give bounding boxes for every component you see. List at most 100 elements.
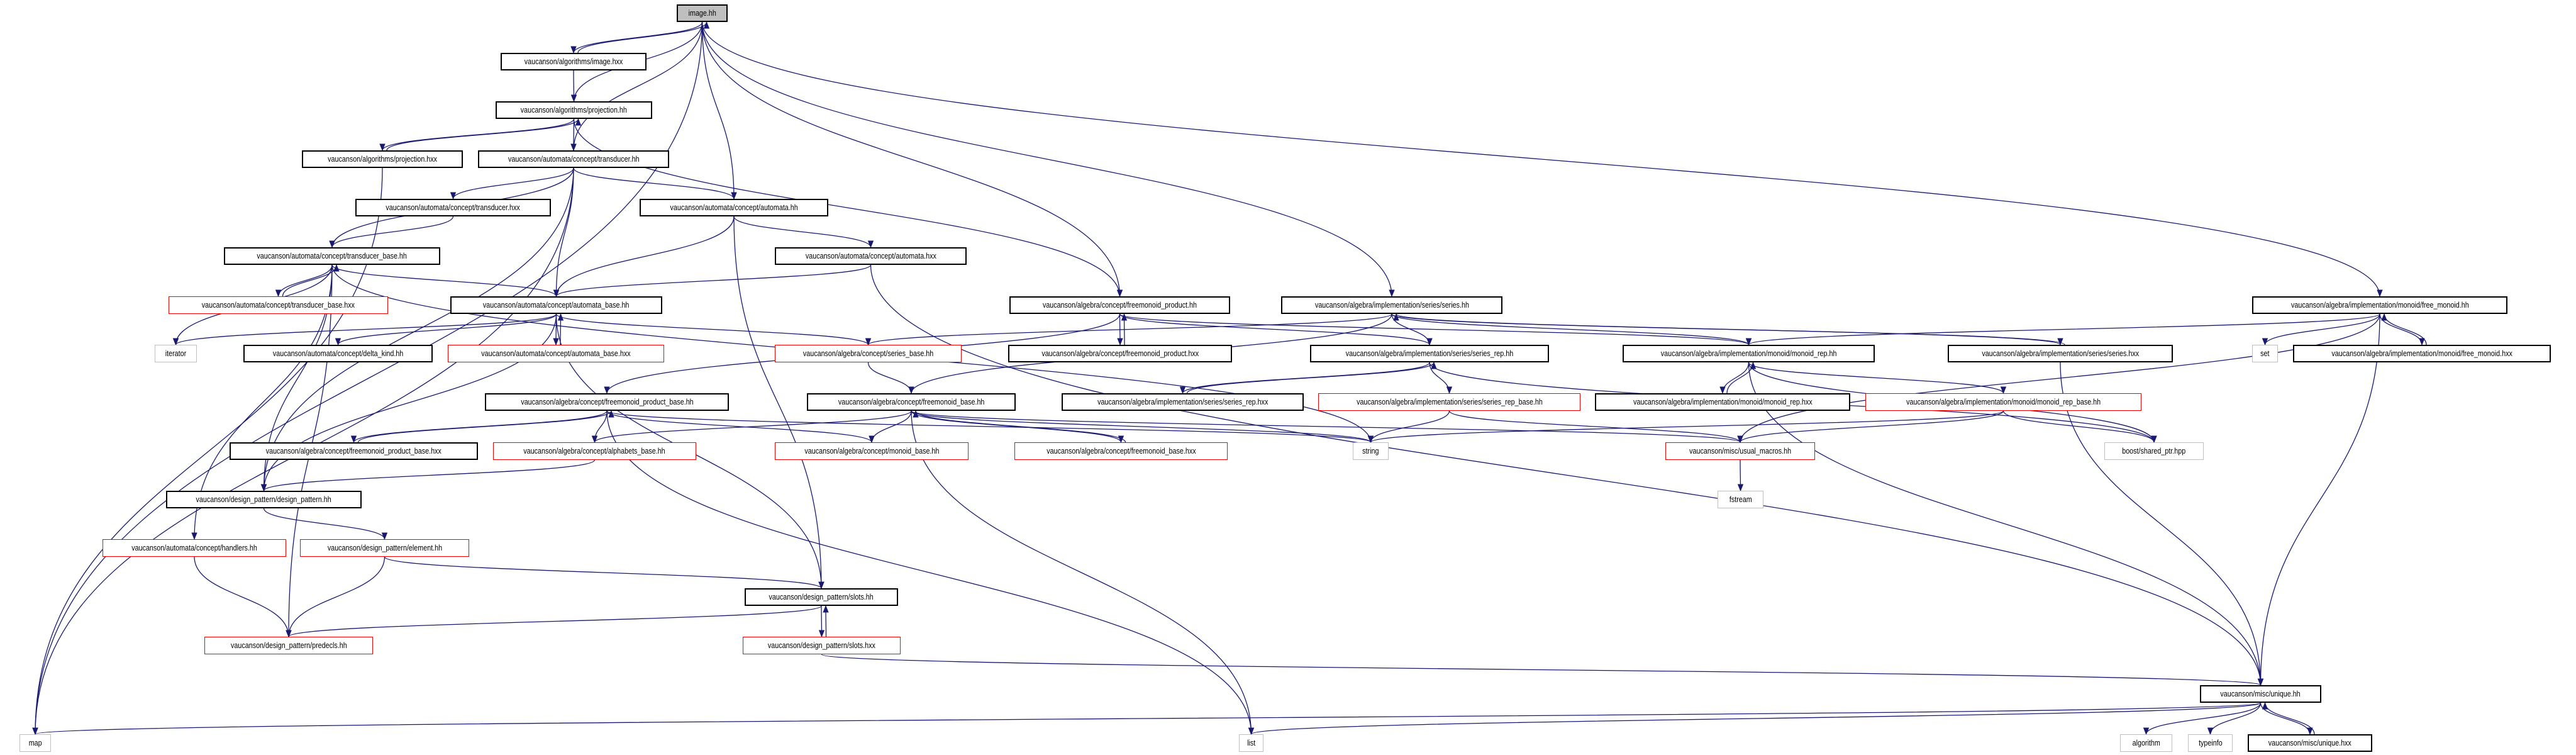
edge-series_hxx-to-series_hh [1393, 313, 2065, 345]
node-handlers-hh[interactable]: vaucanson/automata/concept/handlers.hh [103, 539, 286, 557]
node-label: vaucanson/misc/usual_macros.hh [1689, 447, 1791, 456]
node-slots-hxx[interactable]: vaucanson/design_pattern/slots.hxx [743, 637, 901, 654]
node-freemonoid-product-base-hxx[interactable]: vaucanson/algebra/concept/freemonoid_pro… [230, 442, 478, 460]
node-label: vaucanson/algebra/concept/freemonoid_pro… [265, 447, 442, 456]
edge-freemonoid_base_hh-to-string [911, 410, 1374, 444]
edge-automata_hxx-to-automata_base_hh [553, 264, 872, 298]
edge-usual_macros_hh-to-fstream [1737, 459, 1744, 492]
node-freemonoid-product-hh[interactable]: vaucanson/algebra/concept/freemonoid_pro… [1009, 296, 1230, 314]
node-free-monoid-hh[interactable]: vaucanson/algebra/implementation/monoid/… [2252, 296, 2507, 314]
edge-unique_hh-to-list [1248, 702, 2262, 735]
edge-freemonoid_product_hh-to-series_rep_hh [1119, 313, 1433, 346]
node-predecls-hh[interactable]: vaucanson/design_pattern/predecls.hh [204, 637, 373, 654]
node-image-hh[interactable]: image.hh [677, 4, 728, 22]
edge-free_monoid_hh-to-unique_hh [2257, 313, 2380, 686]
edge-transducer_hxx-to-transducer_base_hh [329, 216, 454, 249]
node-label: vaucanson/design_pattern/slots.hxx [768, 641, 875, 650]
node-automata-hh[interactable]: vaucanson/automata/concept/automata.hh [640, 199, 828, 216]
node-fstream: fstream [1718, 491, 1763, 508]
edge-automata_hh-to-automata_hxx [733, 216, 874, 249]
node-list: list [1239, 734, 1263, 752]
node-label: vaucanson/design_pattern/element.hh [327, 544, 442, 552]
edge-image_hxx-to-image_hh [577, 21, 710, 53]
node-label: vaucanson/design_pattern/predecls.hh [230, 641, 347, 650]
node-label: vaucanson/algebra/implementation/series/… [1097, 398, 1269, 406]
edge-monoid_rep_base_hh-to-usual_macros_hh [1737, 410, 2004, 444]
node-label: vaucanson/automata/concept/transducer_ba… [201, 301, 355, 310]
node-element-hh[interactable]: vaucanson/design_pattern/element.hh [300, 539, 469, 557]
node-transducer-base-hh[interactable]: vaucanson/automata/concept/transducer_ba… [224, 247, 440, 265]
edge-series_hh-to-series_base_hh [865, 313, 1392, 346]
edge-design_pattern_hh-to-element_hh [263, 508, 388, 540]
edge-freemonoid_base_hh-to-monoid_base_hh [869, 410, 912, 444]
node-label: vaucanson/algebra/implementation/monoid/… [2290, 301, 2469, 310]
node-image-hxx[interactable]: vaucanson/algorithms/image.hxx [501, 53, 647, 70]
node-automata-base-hh[interactable]: vaucanson/automata/concept/automata_base… [450, 296, 662, 314]
node-series-rep-hh[interactable]: vaucanson/algebra/implementation/series/… [1310, 345, 1549, 362]
node-series-hh[interactable]: vaucanson/algebra/implementation/series/… [1281, 296, 1502, 314]
node-series-base-hh[interactable]: vaucanson/algebra/concept/series_base.hh [775, 345, 962, 362]
edge-handlers_hh-to-predecls_hh [194, 556, 292, 638]
node-monoid-rep-base-hh[interactable]: vaucanson/algebra/implementation/monoid/… [1865, 393, 2141, 411]
edge-monoid_rep_base_hh-to-boost_shared_ptr [2002, 410, 2157, 444]
node-label: vaucanson/design_pattern/slots.hh [769, 593, 874, 601]
node-label: vaucanson/automata/concept/handlers.hh [131, 544, 257, 552]
edge-monoid_rep_hxx-to-monoid_rep_hh [1726, 361, 1757, 394]
edge-series_rep_base_hh-to-usual_macros_hh [1448, 410, 1743, 444]
edge-monoid_rep_hh-to-monoid_rep_base_hh [1748, 362, 2007, 394]
edge-transducer_hh-to-automata_base_hh [553, 167, 574, 298]
node-string: string [1353, 442, 1389, 460]
node-transducer-base-hxx[interactable]: vaucanson/automata/concept/transducer_ba… [169, 296, 388, 314]
node-slots-hh[interactable]: vaucanson/design_pattern/slots.hh [745, 588, 898, 606]
node-series-rep-hxx[interactable]: vaucanson/algebra/implementation/series/… [1062, 393, 1304, 411]
edge-freemonoid_product_base_hxx-to-freemonoid_product_base_hh [357, 410, 614, 443]
node-label: vaucanson/automata/concept/automata_base… [481, 349, 631, 358]
node-transducer-hxx[interactable]: vaucanson/automata/concept/transducer.hx… [355, 199, 551, 216]
edge-unique_hh-to-typeinfo [2207, 702, 2262, 735]
node-monoid-base-hh[interactable]: vaucanson/algebra/concept/monoid_base.hh [775, 442, 969, 460]
node-label: map [28, 739, 42, 747]
node-label: image.hh [688, 9, 716, 18]
node-freemonoid-product-base-hh[interactable]: vaucanson/algebra/concept/freemonoid_pro… [485, 393, 729, 411]
node-label: vaucanson/algorithms/projection.hh [520, 106, 628, 115]
node-label: vaucanson/automata/concept/automata_base… [483, 301, 630, 310]
node-freemonoid-base-hh[interactable]: vaucanson/algebra/concept/freemonoid_bas… [807, 393, 1016, 411]
node-design-pattern-hh[interactable]: vaucanson/design_pattern/design_pattern.… [166, 491, 362, 508]
node-label: vaucanson/automata/concept/automata.hh [670, 203, 798, 212]
edge-projection_hxx-to-projection_hh [386, 118, 582, 151]
node-series-hxx[interactable]: vaucanson/algebra/implementation/series/… [1948, 345, 2173, 362]
edge-projection_hxx-to-map [32, 167, 383, 735]
edge-element_hh-to-predecls_hh [286, 556, 386, 638]
edge-unique_hh-to-algorithm [2143, 702, 2262, 735]
node-freemonoid-product-hxx[interactable]: vaucanson/algebra/concept/freemonoid_pro… [1008, 345, 1232, 362]
node-alphabets-base-hh[interactable]: vaucanson/algebra/concept/alphabets_base… [493, 442, 696, 460]
node-label: typeinfo [2198, 739, 2223, 747]
node-free-monoid-hxx[interactable]: vaucanson/algebra/implementation/monoid/… [2293, 345, 2551, 362]
node-transducer-hh[interactable]: vaucanson/automata/concept/transducer.hh [478, 150, 669, 168]
edge-automata_base_hh-to-iterator [173, 313, 557, 346]
node-label: vaucanson/automata/concept/delta_kind.hh [272, 349, 404, 358]
edge-series_hh-to-monoid_rep_hh [1391, 313, 1752, 346]
edge-free_monoid_hh-to-free_monoid_hxx [2379, 313, 2425, 346]
node-monoid-rep-hxx[interactable]: vaucanson/algebra/implementation/monoid/… [1595, 393, 1850, 411]
node-delta-kind-hh[interactable]: vaucanson/automata/concept/delta_kind.hh [243, 345, 433, 362]
node-set: set [2252, 345, 2278, 362]
node-unique-hxx[interactable]: vaucanson/misc/unique.hxx [2248, 734, 2372, 752]
node-freemonoid-base-hxx[interactable]: vaucanson/algebra/concept/freemonoid_bas… [1014, 442, 1228, 460]
edge-element_hh-to-slots_hh [384, 556, 824, 590]
edge-transducer_hh-to-transducer_hxx [450, 167, 574, 200]
node-monoid-rep-hh[interactable]: vaucanson/algebra/implementation/monoid/… [1623, 345, 1875, 362]
node-series-rep-base-hh[interactable]: vaucanson/algebra/implementation/series/… [1318, 393, 1580, 411]
edge-transducer_base_hxx-to-transducer_base_hh [282, 264, 340, 297]
node-unique-hh[interactable]: vaucanson/misc/unique.hh [2200, 685, 2321, 703]
node-projection-hxx[interactable]: vaucanson/algorithms/projection.hxx [302, 150, 463, 168]
edge-series_rep_hxx-to-series_rep_hh [1186, 361, 1437, 394]
node-projection-hh[interactable]: vaucanson/algorithms/projection.hh [496, 101, 652, 119]
node-usual-macros-hh[interactable]: vaucanson/misc/usual_macros.hh [1665, 442, 1815, 460]
node-label: iterator [165, 349, 187, 358]
edge-automata_base_hh-to-series_base_hh [555, 313, 871, 346]
node-automata-hxx[interactable]: vaucanson/automata/concept/automata.hxx [775, 247, 967, 265]
node-automata-base-hxx[interactable]: vaucanson/automata/concept/automata_base… [448, 345, 664, 362]
edge-transducer_base_hh-to-automata_base_hh [331, 264, 560, 298]
